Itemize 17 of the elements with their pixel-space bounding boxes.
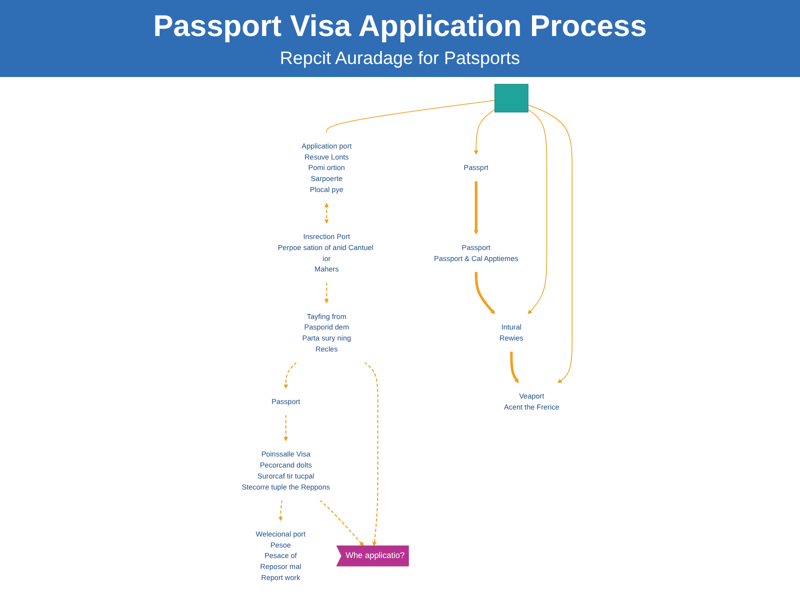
connector <box>326 99 495 133</box>
arrow <box>527 108 547 314</box>
subtitle: Repcit Auradage for Patsports <box>278 48 522 69</box>
node-box <box>494 83 528 112</box>
arrow <box>319 499 364 546</box>
arrow <box>473 180 478 234</box>
arrow <box>278 500 282 521</box>
title: Passport Visa Application Process <box>152 10 648 44</box>
arrow <box>364 361 378 546</box>
arrow <box>283 414 288 441</box>
arrow <box>510 350 518 383</box>
arrow <box>283 362 296 388</box>
arrow <box>473 108 495 154</box>
arrow <box>527 104 572 383</box>
arrow <box>474 271 495 314</box>
arrow <box>324 282 328 303</box>
arrow <box>324 202 328 224</box>
